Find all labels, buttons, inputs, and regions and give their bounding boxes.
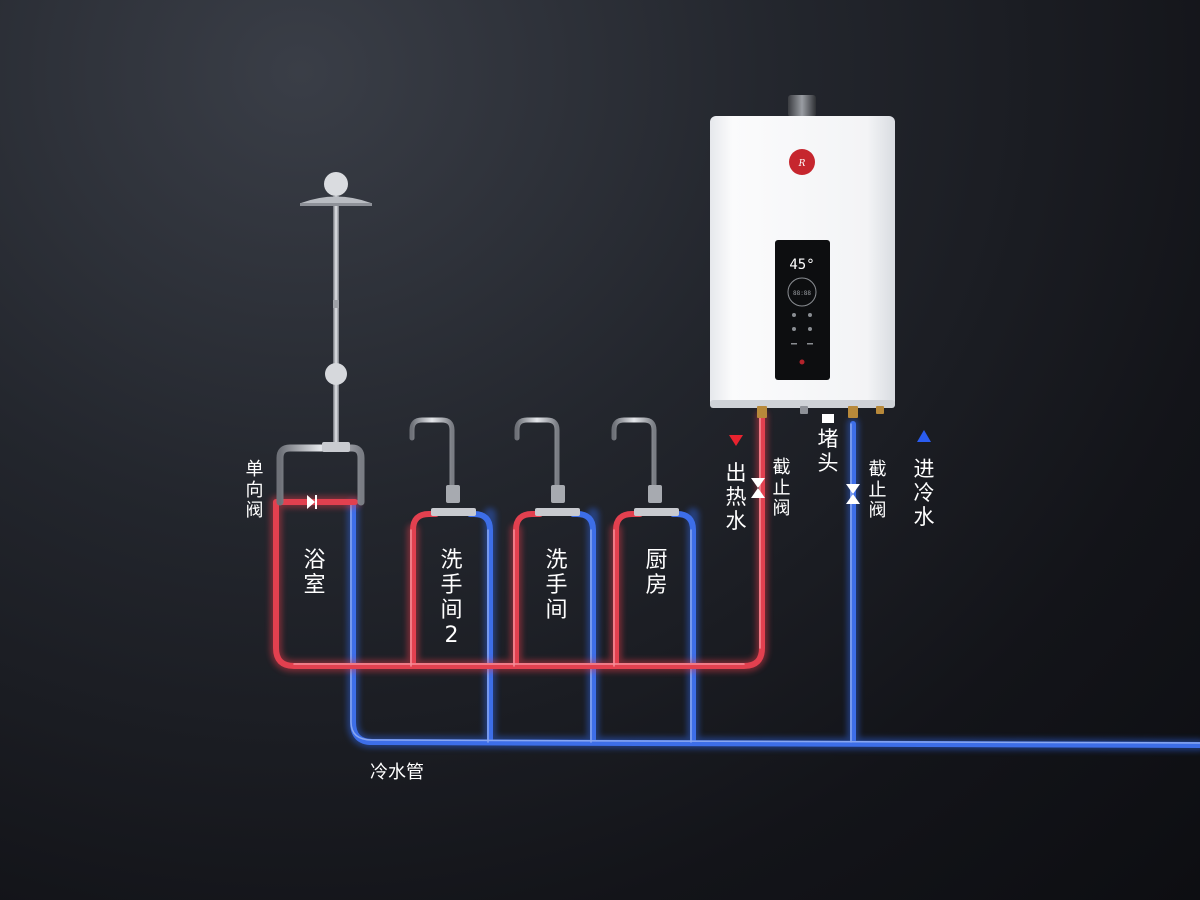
label-washroom: 洗手间 — [545, 548, 568, 624]
faucet-washroom2 — [409, 417, 476, 516]
shutoff-valve-cold-icon — [846, 484, 860, 504]
label-cold-pipe: 冷水管 — [370, 762, 424, 783]
button-icon — [792, 313, 796, 317]
dial-icon — [787, 277, 817, 307]
hot-out-marker-icon — [729, 435, 743, 446]
heater-display-temp: 45° — [789, 257, 814, 273]
svg-text:88:88: 88:88 — [793, 290, 811, 297]
label-cold-in: 进冷水 — [913, 457, 935, 529]
button-icon — [808, 327, 812, 331]
water-heater: R 45° 88:88 — [710, 95, 895, 418]
label-washroom2: 洗手间2 — [440, 548, 463, 649]
button-icon — [808, 313, 812, 317]
check-valve-icon — [307, 495, 317, 509]
power-icon — [799, 359, 805, 365]
rheem-logo: R — [789, 149, 815, 175]
label-shutoff-hot: 截止阀 — [772, 457, 791, 520]
button-icon — [792, 327, 796, 331]
cold-water-pipes — [347, 418, 1200, 751]
faucet-kitchen — [611, 417, 679, 516]
label-hot-out: 出热水 — [725, 461, 747, 533]
svg-text:R: R — [798, 159, 806, 169]
shutoff-valve-hot-icon — [751, 478, 765, 498]
label-kitchen: 厨房 — [645, 548, 668, 599]
cold-in-marker-icon — [917, 430, 931, 442]
label-bathroom: 浴室 — [303, 548, 326, 599]
shower-set — [276, 172, 372, 506]
label-check-valve: 单向阀 — [245, 459, 264, 522]
hot-water-pipes — [270, 410, 768, 672]
label-shutoff-cold: 截止阀 — [868, 459, 887, 522]
label-plug: 堵头 — [817, 427, 839, 475]
faucet-washroom — [514, 417, 580, 516]
plug-icon — [822, 414, 834, 423]
